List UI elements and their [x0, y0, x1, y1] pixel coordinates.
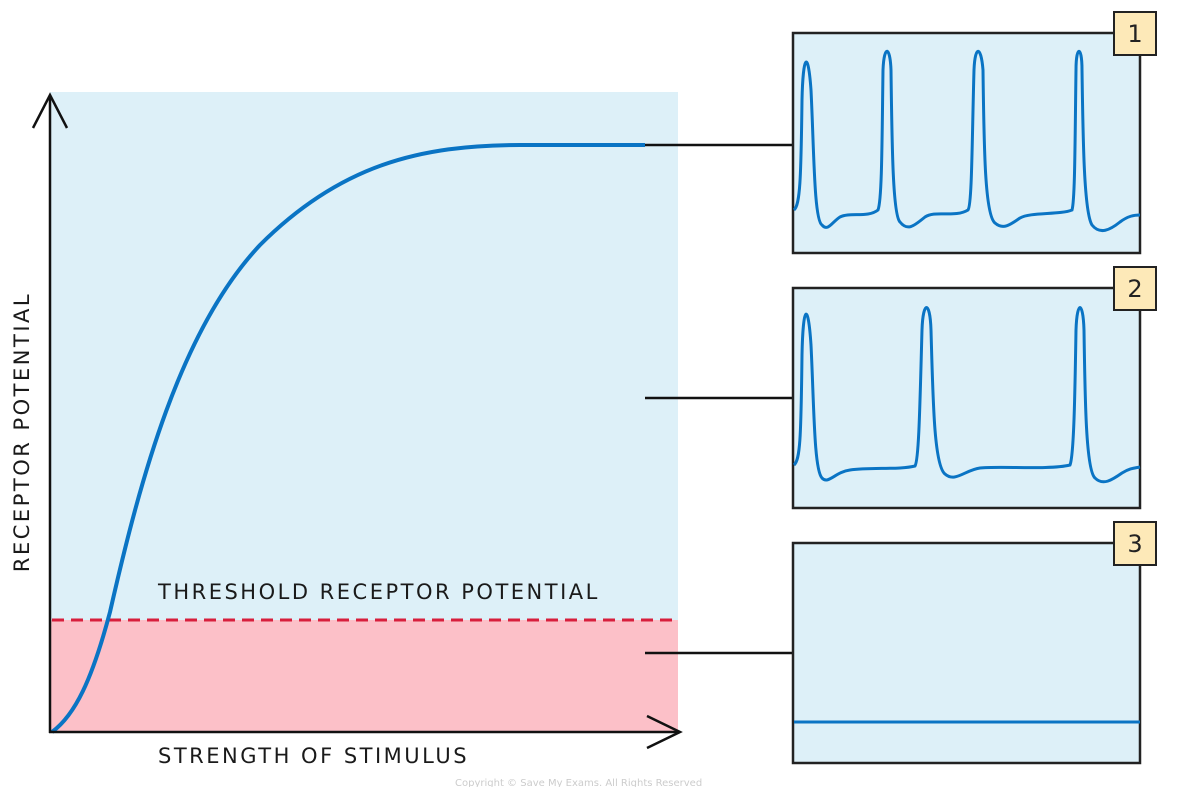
threshold-label: THRESHOLD RECEPTOR POTENTIAL	[158, 580, 600, 604]
x-axis-label: STRENGTH OF STIMULUS	[158, 744, 470, 768]
panel-2-badge: 2	[1113, 266, 1157, 311]
panel-2	[791, 286, 1142, 510]
panel-1-badge: 1	[1113, 11, 1157, 56]
panel-1	[791, 31, 1142, 255]
receptor-potential-curve	[50, 143, 645, 734]
panel-3	[791, 541, 1142, 765]
x-axis	[49, 714, 683, 750]
y-axis-label: RECEPTOR POTENTIAL	[10, 291, 34, 573]
copyright: Copyright © Save My Exams. All Rights Re…	[455, 778, 703, 787]
panel-3-badge: 3	[1113, 521, 1157, 566]
connector-lines	[645, 143, 793, 655]
below-threshold-region	[50, 620, 678, 732]
y-axis	[31, 92, 69, 733]
panel-1-action-potentials	[792, 49, 1141, 233]
panel-2-action-potentials	[792, 306, 1141, 484]
above-threshold-region	[50, 92, 678, 620]
